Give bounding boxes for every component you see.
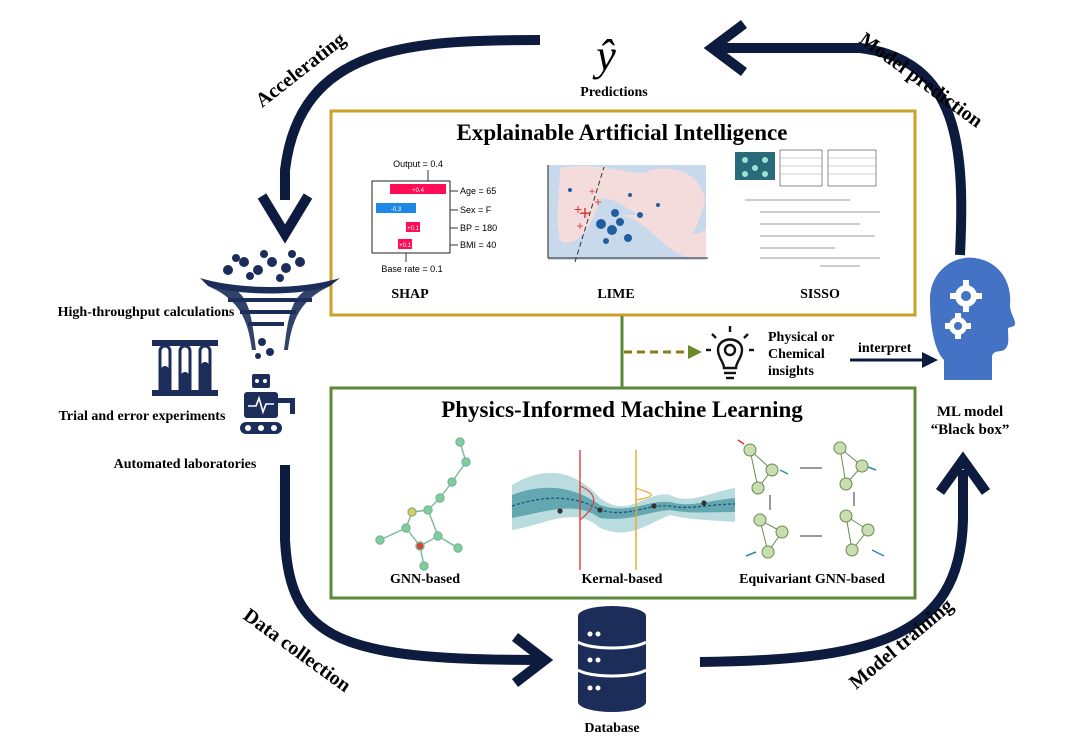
equivariant-label: Equivariant GNN-based (739, 572, 885, 587)
insight-line3: insights (768, 364, 814, 379)
accelerating-arrow (280, 35, 541, 200)
shap-feature-sex: Sex = F (460, 205, 492, 215)
shap-bar-bmi (398, 239, 412, 249)
database-label: Database (584, 721, 639, 736)
htc-label: High-throughput calculations (58, 305, 235, 320)
prediction-symbol: ŷ (592, 31, 616, 80)
auto-label: Automated laboratories (114, 457, 257, 472)
head-gears-icon (930, 257, 1016, 380)
database-icon (577, 606, 647, 712)
shap-value-age: +0.4 (412, 188, 425, 194)
shap-bar-sex (376, 203, 416, 213)
accelerating-arrowhead (257, 193, 313, 244)
shap-bar-bp (406, 222, 420, 232)
sisso-panel (735, 149, 880, 267)
shap-feature-age: Age = 65 (460, 186, 496, 196)
data-collection-arrowhead (511, 633, 554, 687)
piml-box (329, 386, 917, 600)
svg-text:+: + (574, 201, 582, 217)
shap-value-bmi: +0.1 (399, 243, 412, 249)
funnel-icon (200, 250, 340, 359)
svg-text:+: + (589, 187, 595, 198)
lime-plot: + + + + + (547, 165, 708, 263)
robot-icon (240, 374, 295, 434)
svg-text:+: + (594, 195, 601, 209)
ml-model-label: ML model (937, 404, 1003, 420)
kernel-label: Kernal-based (582, 572, 663, 587)
gnn-graph (375, 437, 471, 571)
lime-label: LIME (597, 287, 634, 302)
lightbulb-icon (706, 326, 754, 380)
interpret-arrowhead (922, 352, 938, 368)
model-prediction-arrow (720, 43, 967, 256)
insight-line1: Physical or (768, 330, 835, 345)
insight-line2: Chemical (768, 347, 825, 362)
trial-label: Trial and error experiments (59, 409, 226, 424)
model-training-arrowhead (935, 451, 991, 495)
svg-text:+: + (579, 203, 591, 225)
shap-base-label: Base rate = 0.1 (381, 264, 442, 274)
equivariant-gnn (737, 439, 885, 559)
shap-feature-bmi: BMI = 40 (460, 240, 496, 250)
shap-label: SHAP (391, 287, 429, 302)
shap-value-bp: +0.1 (407, 226, 420, 232)
shap-bar-age (390, 184, 446, 194)
predictions-label: Predictions (580, 85, 648, 100)
svg-text:+: + (576, 219, 583, 233)
xai-title: Explainable Artificial Intelligence (457, 120, 788, 145)
shap-plot: Output = 0.4 +0.4 -0.3 +0.1 +0.1 Age = 6… (371, 159, 497, 274)
test-tubes-icon (152, 340, 218, 396)
sisso-label: SISSO (800, 287, 840, 302)
data-collection-label: Data collection (239, 604, 355, 697)
insight-dashed-arrowhead (688, 345, 702, 359)
interpret-label: interpret (858, 341, 912, 356)
model-prediction-arrowhead (703, 20, 747, 76)
piml-title: Physics-Informed Machine Learning (441, 397, 803, 422)
black-box-label: “Black box” (931, 422, 1010, 438)
shap-output-label: Output = 0.4 (393, 159, 443, 169)
shap-feature-bp: BP = 180 (460, 223, 497, 233)
data-collection-arrow (280, 465, 541, 665)
gnn-label: GNN-based (390, 572, 460, 587)
kernel-plot (511, 450, 736, 570)
model-training-arrow (699, 470, 968, 667)
shap-value-sex: -0.3 (391, 207, 402, 213)
